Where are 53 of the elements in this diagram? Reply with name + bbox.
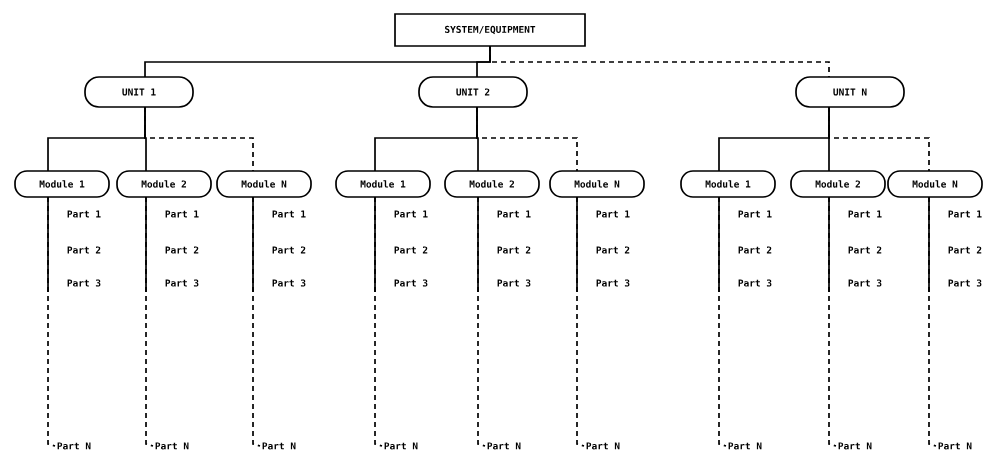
part-label: Part 3 bbox=[848, 279, 882, 287]
module-pill: Module N bbox=[549, 170, 645, 198]
unit-pill: UNIT 1 bbox=[84, 76, 194, 108]
part-label: Part 2 bbox=[67, 246, 101, 254]
part-label: Part 2 bbox=[738, 246, 772, 254]
part-label: Part 2 bbox=[596, 246, 630, 254]
module-pill: Module 2 bbox=[790, 170, 886, 198]
part-label: Part 2 bbox=[497, 246, 531, 254]
connector-line bbox=[476, 106, 578, 172]
part-label: Part 3 bbox=[596, 279, 630, 287]
part-label: Part 2 bbox=[165, 246, 199, 254]
module-pill: Module 2 bbox=[116, 170, 212, 198]
module-pill: Module 1 bbox=[335, 170, 431, 198]
part-label: Part 2 bbox=[272, 246, 306, 254]
part-label: Part 1 bbox=[394, 210, 428, 218]
connector-line bbox=[144, 106, 254, 172]
part-label: Part 1 bbox=[497, 210, 531, 218]
part-label: Part N bbox=[382, 441, 420, 451]
part-label: Part 1 bbox=[165, 210, 199, 218]
part-label: Part 1 bbox=[596, 210, 630, 218]
module-pill: Module N bbox=[216, 170, 312, 198]
part-label: Part 3 bbox=[165, 279, 199, 287]
unit-pill: UNIT 2 bbox=[418, 76, 528, 108]
connector-line bbox=[489, 45, 830, 78]
part-label: Part N bbox=[584, 441, 622, 451]
part-label: Part N bbox=[836, 441, 874, 451]
part-label: Part 1 bbox=[67, 210, 101, 218]
part-label: Part 1 bbox=[848, 210, 882, 218]
module-pill: Module N bbox=[887, 170, 983, 198]
module-pill: Module 2 bbox=[444, 170, 540, 198]
part-label: Part 3 bbox=[67, 279, 101, 287]
part-label: Part N bbox=[485, 441, 523, 451]
part-label: Part N bbox=[260, 441, 298, 451]
part-label: Part 1 bbox=[738, 210, 772, 218]
unit-pill: UNIT N bbox=[795, 76, 905, 108]
part-label: Part 2 bbox=[948, 246, 982, 254]
part-label: Part 1 bbox=[948, 210, 982, 218]
part-label: Part 2 bbox=[394, 246, 428, 254]
part-label: Part 3 bbox=[948, 279, 982, 287]
part-label: Part 3 bbox=[497, 279, 531, 287]
part-label: Part 3 bbox=[394, 279, 428, 287]
part-label: Part N bbox=[153, 441, 191, 451]
part-label: Part 2 bbox=[848, 246, 882, 254]
connector-line bbox=[828, 106, 930, 172]
part-label: Part 1 bbox=[272, 210, 306, 218]
system-box: SYSTEM/EQUIPMENT bbox=[394, 13, 586, 47]
part-label: Part N bbox=[936, 441, 974, 451]
module-pill: Module 1 bbox=[14, 170, 110, 198]
part-label: Part 3 bbox=[272, 279, 306, 287]
module-pill: Module 1 bbox=[680, 170, 776, 198]
part-label: Part N bbox=[726, 441, 764, 451]
part-label: Part N bbox=[55, 441, 93, 451]
part-label: Part 3 bbox=[738, 279, 772, 287]
